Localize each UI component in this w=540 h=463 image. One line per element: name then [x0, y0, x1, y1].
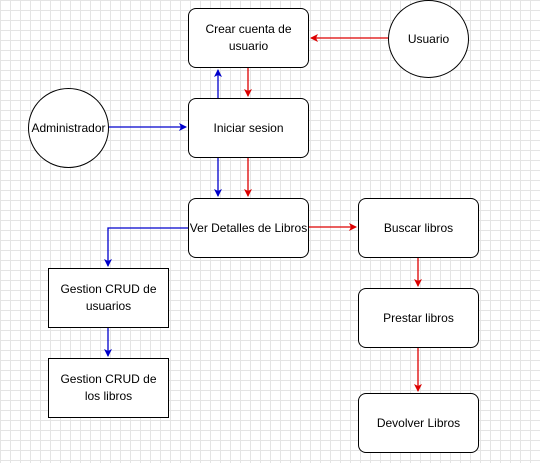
node-usuario[interactable]: Usuario [388, 0, 469, 78]
node-crud-usuarios-label: Gestion CRUD de usuarios [60, 282, 157, 313]
edge-ver-detalles-to-crud-usuarios [104, 227, 188, 267]
node-prestar-label: Prestar libros [383, 310, 454, 325]
node-administrador[interactable]: Administrador [28, 88, 109, 168]
node-iniciar-sesion-label: Iniciar sesion [213, 120, 284, 135]
node-crud-libros[interactable]: Gestion CRUD de los libros [48, 358, 169, 418]
node-devolver[interactable]: Devolver Libros [358, 393, 479, 453]
edges-group [104, 34, 422, 392]
node-usuario-label: Usuario [407, 31, 450, 46]
node-buscar[interactable]: Buscar libros [358, 198, 479, 258]
node-prestar[interactable]: Prestar libros [358, 288, 479, 348]
node-crear-cuenta-label: Crear cuenta de usuario [205, 22, 292, 53]
node-administrador-label: Administrador [31, 120, 106, 135]
node-crud-usuarios[interactable]: Gestion CRUD de usuarios [48, 268, 169, 328]
node-buscar-label: Buscar libros [383, 220, 454, 235]
node-ver-detalles-label: Ver Detalles de Libros [189, 220, 308, 235]
node-ver-detalles[interactable]: Ver Detalles de Libros [188, 198, 309, 258]
node-iniciar-sesion[interactable]: Iniciar sesion [188, 98, 309, 158]
node-devolver-label: Devolver Libros [376, 415, 461, 430]
node-crear-cuenta[interactable]: Crear cuenta de usuario [188, 8, 309, 68]
node-crud-libros-label: Gestion CRUD de los libros [60, 372, 157, 403]
